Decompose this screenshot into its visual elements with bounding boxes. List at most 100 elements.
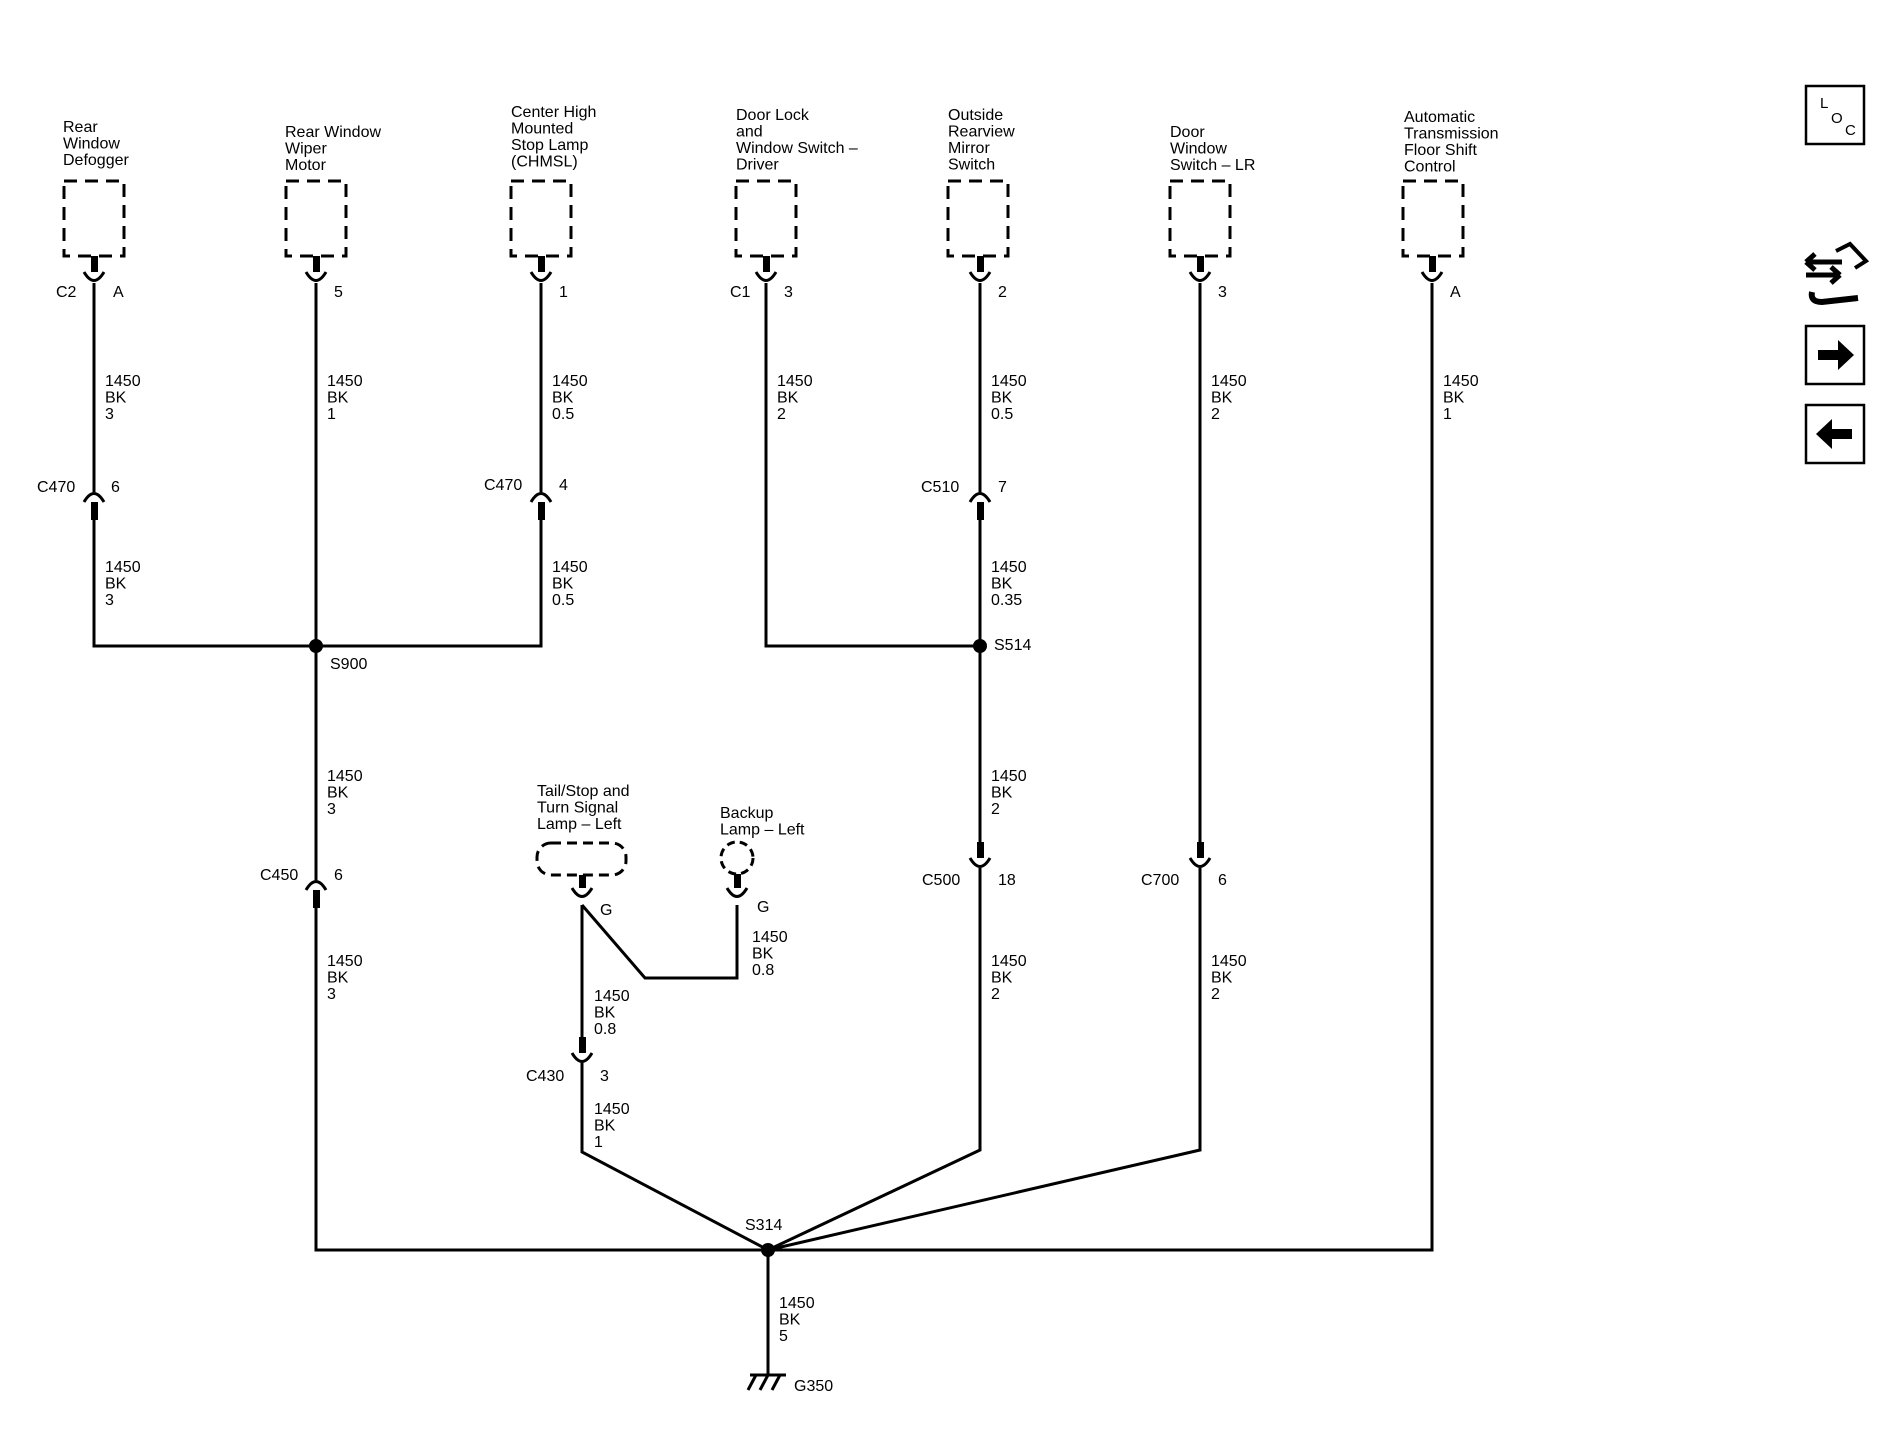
text-line: BK xyxy=(991,970,1013,987)
text-line: Rear xyxy=(63,119,98,136)
arrow-right-icon[interactable] xyxy=(1804,324,1866,386)
text-line: 0.35 xyxy=(991,592,1022,609)
connector-id: C1 xyxy=(730,284,751,301)
text-line: Door Lock xyxy=(736,107,810,124)
text-line: 1450 xyxy=(105,559,141,576)
component-boxes xyxy=(62,179,1465,877)
text-line: 3 xyxy=(105,592,114,609)
text-line: BK xyxy=(327,785,349,802)
text-line: 1450 xyxy=(991,768,1027,785)
text-line: BK xyxy=(552,390,574,407)
inline-connector-cups xyxy=(82,492,1212,1063)
text-line: 1450 xyxy=(752,929,788,946)
connector-id: C470 xyxy=(484,477,522,494)
text-line: Turn Signal xyxy=(537,800,618,817)
arrow-left-icon[interactable] xyxy=(1804,403,1866,465)
pin-number: 6 xyxy=(1218,872,1227,889)
connector-id: C470 xyxy=(37,479,75,496)
text-line: (CHMSL) xyxy=(511,154,578,171)
tail-stop-lamp-left-box xyxy=(535,841,628,877)
text-line: Floor Shift xyxy=(1404,142,1477,159)
text-line: 0.5 xyxy=(552,592,574,609)
pin-number: 5 xyxy=(334,284,343,301)
pin-number: A xyxy=(1450,284,1461,301)
text-line: 3 xyxy=(105,406,114,423)
text-line: BK xyxy=(752,946,774,963)
pin-number: 6 xyxy=(334,867,343,884)
ground-label: G350 xyxy=(794,1378,833,1395)
text-line: 1450 xyxy=(552,373,588,390)
text-line: Automatic xyxy=(1404,109,1475,126)
loc-letter: O xyxy=(1831,110,1843,127)
pin-number: 3 xyxy=(600,1068,609,1085)
text-line: Driver xyxy=(736,157,779,174)
splices xyxy=(309,639,987,1257)
text-line: BK xyxy=(1443,390,1465,407)
pin-number: 7 xyxy=(998,479,1007,496)
text-line: BK xyxy=(105,576,127,593)
text-line: and xyxy=(736,124,763,141)
text-line: BK xyxy=(991,785,1013,802)
outside-mirror-switch-box xyxy=(946,179,1010,258)
text-line: BK xyxy=(991,390,1013,407)
splice-s900-dot xyxy=(309,639,323,653)
text-line: 1450 xyxy=(327,373,363,390)
text-line: Defogger xyxy=(63,152,129,169)
text-line: Window xyxy=(1170,141,1227,158)
ground-icon xyxy=(746,1373,786,1391)
text-line: 1 xyxy=(594,1134,603,1151)
text-line: 0.8 xyxy=(594,1021,616,1038)
text-line: 1450 xyxy=(779,1295,815,1312)
text-line: Mirror xyxy=(948,140,990,157)
text-line: 3 xyxy=(327,986,336,1003)
text-line: Outside xyxy=(948,107,1003,124)
component-connector-cups xyxy=(82,256,1444,898)
text-line: BK xyxy=(1211,390,1233,407)
text-line: 1 xyxy=(327,406,336,423)
text-line: BK xyxy=(779,1312,801,1329)
text-line: 3 xyxy=(327,801,336,818)
text-line: Center High xyxy=(511,104,596,121)
backup-lamp-left-box xyxy=(719,840,755,876)
text-line: Rearview xyxy=(948,124,1015,141)
text-line: Switch – LR xyxy=(1170,157,1255,174)
connector-end-view-icon[interactable] xyxy=(1804,241,1870,306)
text-line: 2 xyxy=(1211,406,1220,423)
text-line: 1450 xyxy=(1211,373,1247,390)
splice-label: S900 xyxy=(330,656,367,673)
text-line: 1450 xyxy=(327,953,363,970)
text-line: Wiper xyxy=(285,141,327,158)
text-line: Lamp – Left xyxy=(720,822,805,839)
text-line: 1450 xyxy=(991,953,1027,970)
text-line: 1450 xyxy=(105,373,141,390)
connector-id: C700 xyxy=(1141,872,1179,889)
pin-number: 6 xyxy=(111,479,120,496)
wires xyxy=(92,283,1434,1375)
text-line: 2 xyxy=(991,986,1000,1003)
text-line: 1450 xyxy=(991,373,1027,390)
text-line: 0.5 xyxy=(991,406,1013,423)
connector-id: C510 xyxy=(921,479,959,496)
loc-icon[interactable]: L O C xyxy=(1804,84,1866,146)
text-line: 1450 xyxy=(1211,953,1247,970)
splice-label: S514 xyxy=(994,637,1031,654)
text-line: BK xyxy=(1211,970,1233,987)
text-line: Window Switch – xyxy=(736,140,858,157)
text-line: Door xyxy=(1170,124,1205,141)
text-line: BK xyxy=(991,576,1013,593)
